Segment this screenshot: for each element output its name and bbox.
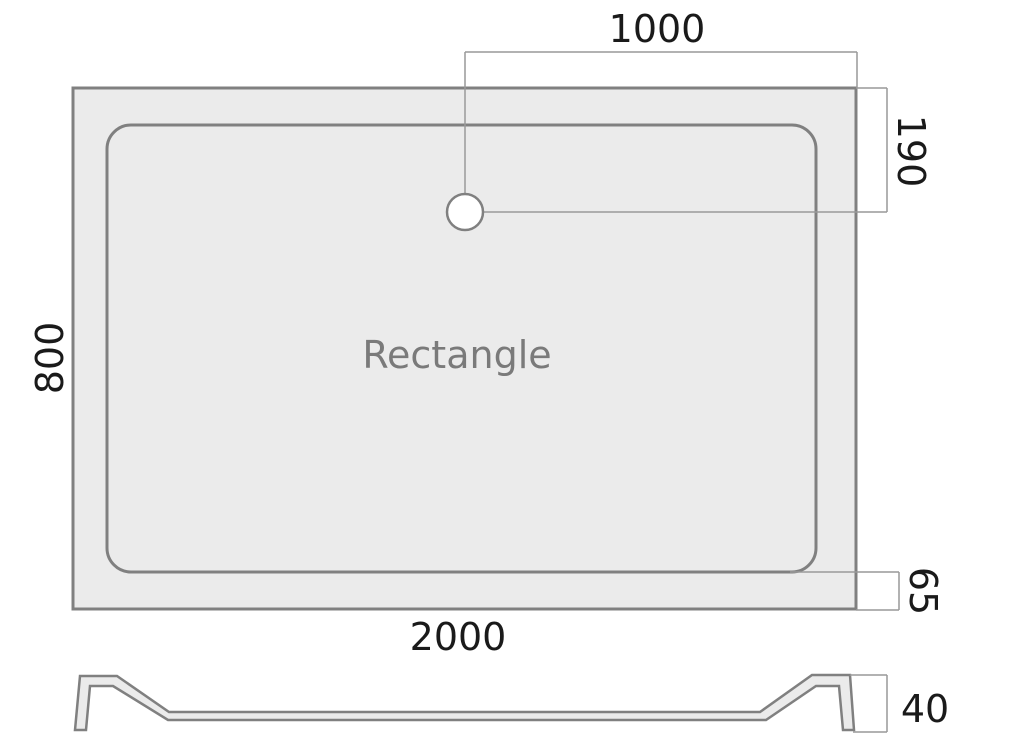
height-label: 800 xyxy=(28,322,72,395)
tray-cross-section-profile xyxy=(73,673,856,732)
drain-y-offset-label: 190 xyxy=(889,115,933,188)
rim-dimension-lines xyxy=(790,571,900,611)
depth-label: 40 xyxy=(901,687,949,731)
drain-x-offset-label: 1000 xyxy=(609,7,706,51)
drain-x-dimension-lines xyxy=(464,51,858,212)
shape-label: Rectangle xyxy=(362,333,551,377)
width-label: 2000 xyxy=(410,615,507,659)
drain-y-dimension-lines xyxy=(465,87,888,213)
drain-circle-icon xyxy=(445,192,485,232)
tray-inner-basin xyxy=(105,123,818,574)
depth-dimension-lines xyxy=(850,674,888,733)
rim-width-label: 65 xyxy=(901,567,945,615)
